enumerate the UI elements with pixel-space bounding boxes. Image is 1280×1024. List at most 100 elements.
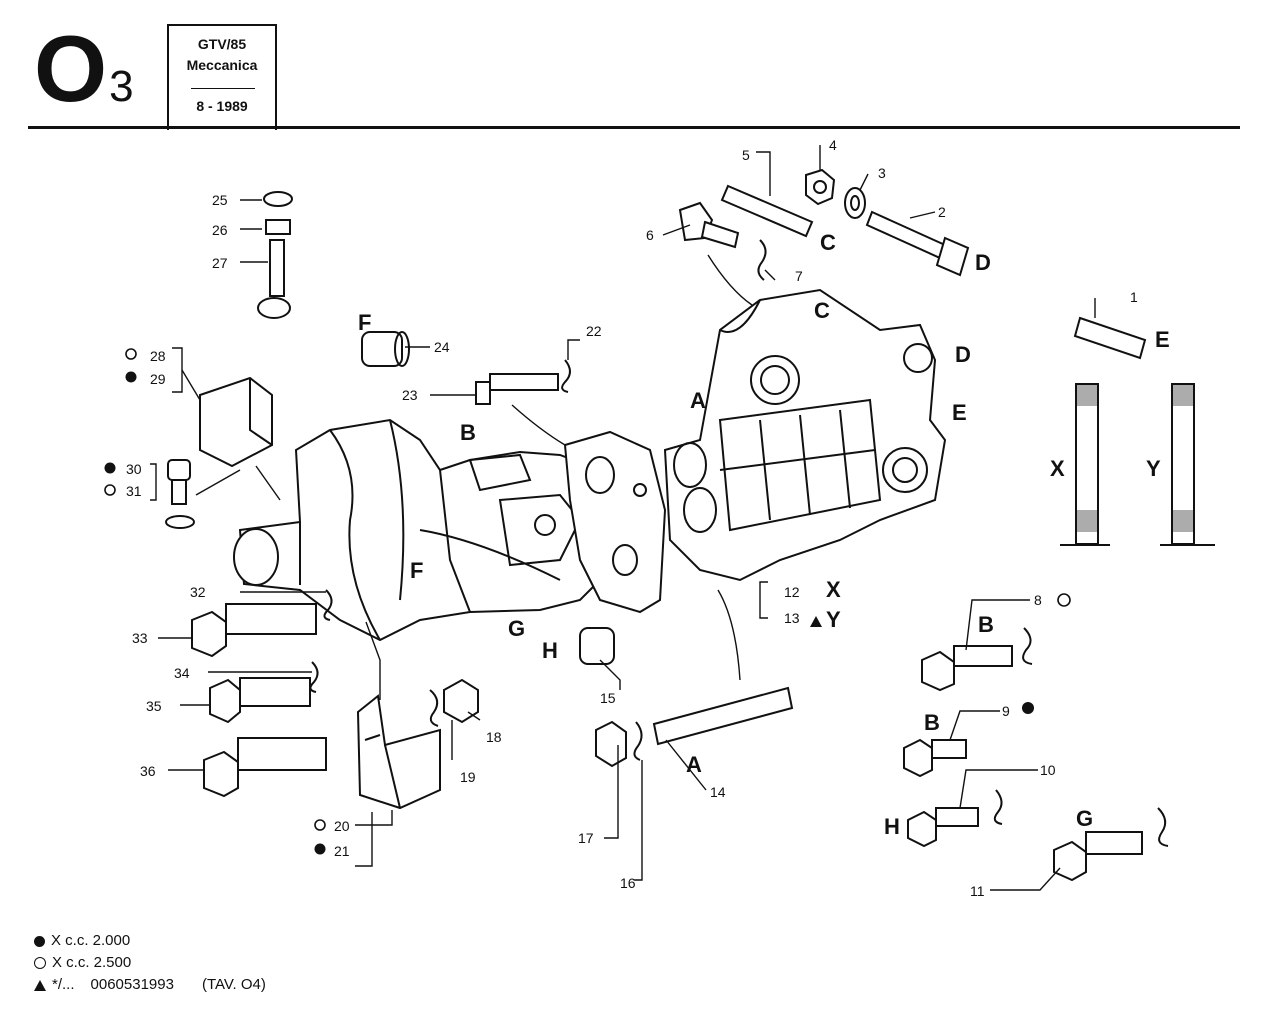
callout-3: 3 <box>878 165 886 181</box>
letter-g-bolt-11: G <box>1076 806 1093 831</box>
callout-15: 15 <box>600 690 616 706</box>
nut-4 <box>805 168 836 206</box>
variant-markers <box>104 348 1071 855</box>
legend-filled-row: X c.c. 2.000 <box>34 930 266 952</box>
callout-19: 19 <box>460 769 476 785</box>
letter-c-housing: C <box>814 298 830 323</box>
stud-14 <box>652 686 794 746</box>
callout-17: 17 <box>578 830 594 846</box>
open-dot-31 <box>104 484 116 496</box>
gearbox-intermediate-plate <box>563 430 667 614</box>
callout-31: 31 <box>126 483 142 499</box>
callout-36: 36 <box>140 763 156 779</box>
bolt-11 <box>1053 831 1143 882</box>
bolt-8 <box>921 645 1013 692</box>
letter-c-stud: C <box>820 230 836 255</box>
leader-lines <box>150 145 1096 891</box>
nut-26 <box>265 219 291 235</box>
callout-5: 5 <box>742 147 750 163</box>
rubber-mount-20-21 <box>356 694 441 810</box>
letter-b-bolt-9: B <box>924 710 940 735</box>
callout-33: 33 <box>132 630 148 646</box>
letter-y-callout: Y <box>826 607 841 632</box>
callout-35: 35 <box>146 698 162 714</box>
letter-x-callout: X <box>826 577 841 602</box>
letter-a-stud: A <box>686 752 702 777</box>
filled-dot-30 <box>104 462 116 474</box>
callout-27: 27 <box>212 255 228 271</box>
letter-b-housing: B <box>460 420 476 445</box>
page-code: O3 <box>34 22 134 116</box>
callout-18: 18 <box>486 729 502 745</box>
filled-dot-29 <box>125 371 137 383</box>
page-code-number: 3 <box>109 62 134 111</box>
nut-17 <box>595 720 627 768</box>
bolt-33 <box>191 603 317 658</box>
letter-h-housing: H <box>542 638 558 663</box>
letter-h-bolt-10: H <box>884 814 900 839</box>
lockwasher-22 <box>561 359 571 393</box>
legend: X c.c. 2.000 X c.c. 2.500 */... 00605319… <box>34 930 266 996</box>
lockwasher-34 <box>309 661 319 693</box>
letter-x-spacer: X <box>1050 456 1065 481</box>
bushing-15 <box>579 627 615 665</box>
letter-g-housing: G <box>508 616 525 641</box>
filled-dot-9 <box>1022 702 1034 714</box>
letter-e-stud: E <box>1155 327 1170 352</box>
callout-23: 23 <box>402 387 418 403</box>
lockwasher-11 <box>1157 807 1169 847</box>
lockwasher-16 <box>633 721 643 761</box>
callout-28: 28 <box>150 348 166 364</box>
callout-20: 20 <box>334 818 350 834</box>
callout-22: 22 <box>586 323 602 339</box>
callout-32: 32 <box>190 584 206 600</box>
filled-dot-21 <box>314 843 326 855</box>
nut-18 <box>443 678 479 724</box>
bolt-2 <box>865 210 970 277</box>
letter-b-bolt-8: B <box>978 612 994 637</box>
washer-3 <box>844 187 866 219</box>
callout-7: 7 <box>795 268 803 284</box>
filled-dot-icon <box>34 935 45 947</box>
open-dot-28 <box>125 348 137 360</box>
spacer-y <box>1160 383 1215 546</box>
legend-triangle-ref: (TAV. O4) <box>201 976 266 993</box>
washer-25 <box>263 191 293 207</box>
open-dot-8 <box>1057 593 1071 607</box>
model-label: GTV/85 <box>197 36 247 52</box>
letter-f-housing: F <box>410 558 423 583</box>
stud-27 <box>257 239 291 319</box>
letter-a-housing: A <box>690 388 706 413</box>
callout-12: 12 <box>784 584 800 600</box>
lockwasher-19 <box>429 689 439 727</box>
legend-triangle-row: */... 0060531993 (TAV. O4) <box>34 974 266 996</box>
callout-26: 26 <box>212 222 228 238</box>
legend-filled-text: X c.c. 2.000 <box>51 932 131 949</box>
date-label: 8 - 1989 <box>196 98 248 114</box>
callout-24: 24 <box>434 339 450 355</box>
letter-d-housing: D <box>955 342 971 367</box>
gearbox-front-housing <box>233 418 622 642</box>
box-divider <box>191 88 255 89</box>
lockwasher-32 <box>323 589 333 621</box>
callout-29: 29 <box>150 371 166 387</box>
open-dot-icon <box>34 957 46 969</box>
triangle-icon <box>34 979 46 991</box>
legend-open-text: X c.c. 2.500 <box>52 954 132 971</box>
bolt-23 <box>475 373 559 405</box>
assembly-letters: E D C C D E A B F F G H A X Y X Y B B H … <box>358 230 1170 839</box>
bolt-10 <box>907 807 979 848</box>
callout-14: 14 <box>710 784 726 800</box>
lockwasher-8 <box>1022 627 1033 665</box>
bolt-6 <box>678 201 740 249</box>
legend-open-row: X c.c. 2.500 <box>34 952 266 974</box>
letter-f-bushing: F <box>358 310 371 335</box>
callout-numbers: 1 2 3 4 5 6 7 8 9 10 11 12 13 14 15 16 1… <box>126 137 1138 899</box>
section-label: Meccanica <box>186 57 258 73</box>
callout-16: 16 <box>620 875 636 891</box>
stud-5 <box>720 184 814 238</box>
header-info-box: GTV/85 Meccanica 8 - 1989 <box>167 24 277 130</box>
page-code-letter: O <box>34 16 107 121</box>
callout-25: 25 <box>212 192 228 208</box>
letter-y-spacer: Y <box>1146 456 1161 481</box>
